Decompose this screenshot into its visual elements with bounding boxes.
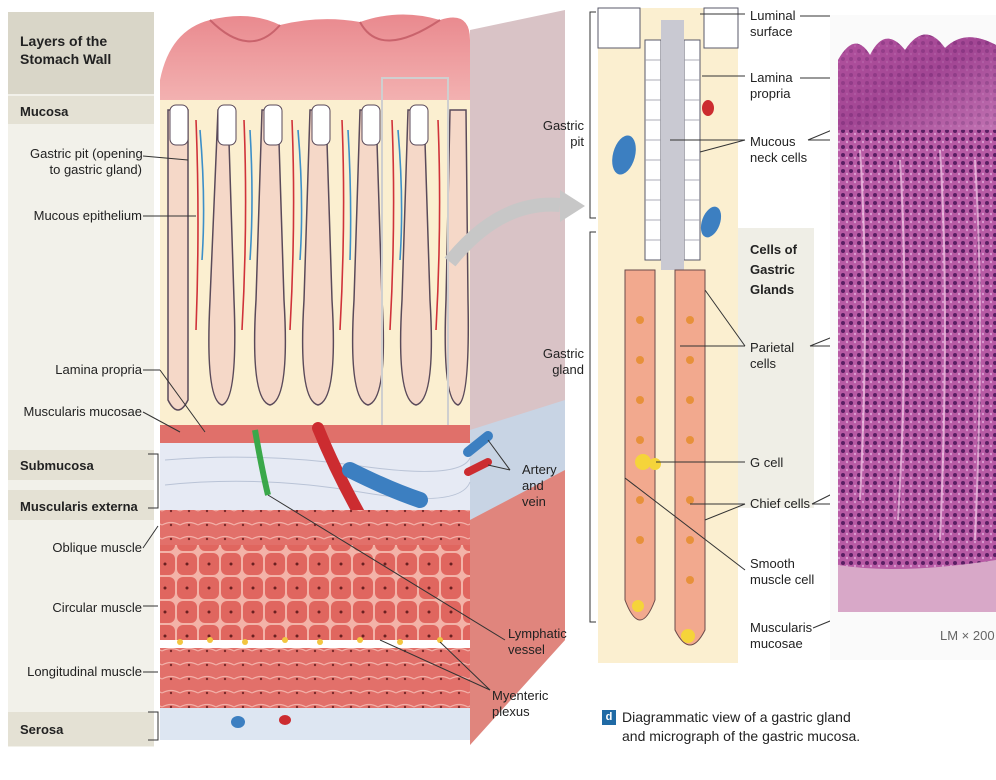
gland-detail (590, 8, 738, 663)
caption-letter: d (602, 710, 616, 725)
label-myenteric-plexus: Myenteric plexus (492, 688, 548, 720)
label-lamina-propria-gland: Lamina propria (750, 70, 793, 102)
circular-muscle-layer (160, 545, 470, 640)
label-gastric-pit: Gastric pit (530, 118, 584, 150)
label-gastric-gland: Gastric gland (530, 346, 584, 378)
caption-text: Diagrammatic view of a gastric gland and… (622, 708, 860, 746)
mucosal-surface (160, 14, 470, 110)
label-mucous-neck-cells: Mucous neck cells (750, 134, 807, 166)
label-artery-vein: Artery and vein (522, 462, 557, 510)
label-chief-cells: Chief cells (750, 496, 810, 512)
oblique-muscle-layer (160, 510, 470, 545)
label-luminal-surface: Luminal surface (750, 8, 796, 40)
cells-of-gastric-glands-title: Cells of Gastric Glands (750, 240, 797, 300)
longitudinal-muscle-layer (160, 648, 470, 708)
serosa-layer (160, 708, 470, 740)
figure-caption: d Diagrammatic view of a gastric gland an… (602, 708, 860, 746)
micrograph (830, 15, 996, 660)
stomach-block (160, 10, 565, 745)
label-lymphatic-vessel: Lymphatic vessel (508, 626, 567, 658)
label-smooth-muscle-cell: Smooth muscle cell (750, 556, 814, 588)
label-muscularis-mucosae-gland: Muscularis mucosae (750, 620, 812, 652)
label-parietal-cells: Parietal cells (750, 340, 794, 372)
label-g-cell: G cell (750, 455, 783, 471)
magnification-label: LM × 200 (940, 628, 995, 643)
